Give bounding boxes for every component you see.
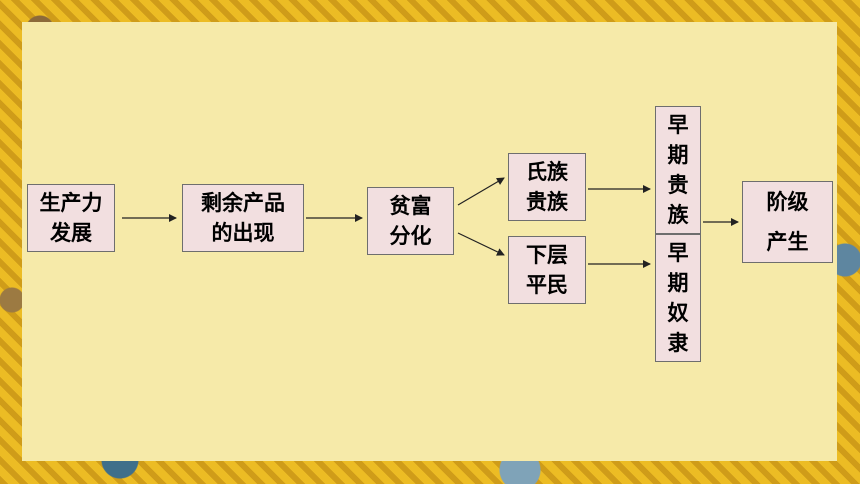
- node-commoners-line-2: 平民: [526, 273, 568, 297]
- node-productivity-line-1: 生产力: [39, 191, 103, 215]
- node-early-slaves-char-2: 期: [667, 271, 689, 295]
- node-surplus-line-1: 剩余产品: [201, 191, 285, 215]
- node-early-slaves-char-4: 隶: [667, 331, 689, 355]
- node-surplus: 剩余产品的出现: [182, 184, 304, 252]
- node-commoners: 下层平民: [508, 236, 586, 304]
- node-productivity-line-2: 发展: [50, 221, 92, 245]
- node-productivity: 生产力发展: [27, 184, 115, 252]
- node-wealth-gap-line-2: 分化: [389, 224, 432, 248]
- node-class-emergence: 阶级产生: [742, 181, 833, 263]
- node-wealth-gap-line-1: 贫富: [389, 194, 432, 218]
- node-early-nobles-char-4: 族: [667, 203, 689, 227]
- node-early-slaves: 早 期 奴 隶: [655, 234, 701, 362]
- node-surplus-line-2: 的出现: [211, 221, 275, 245]
- node-early-slaves-char-1: 早: [667, 241, 689, 265]
- node-early-nobles: 早 期 贵 族: [655, 106, 701, 234]
- node-wealth-gap: 贫富分化: [367, 187, 454, 255]
- node-early-nobles-char-1: 早: [667, 113, 689, 137]
- node-clan-nobles: 氏族贵族: [508, 153, 586, 221]
- arrow-wealth-gap-to-commoners: [457, 232, 505, 256]
- node-early-nobles-char-3: 贵: [667, 173, 689, 197]
- node-clan-nobles-line-2: 贵族: [526, 190, 568, 214]
- node-class-emergence-line-1: 阶级: [766, 190, 809, 214]
- node-clan-nobles-line-1: 氏族: [526, 160, 568, 184]
- node-commoners-line-1: 下层: [526, 243, 568, 267]
- node-class-emergence-line-2: 产生: [766, 230, 809, 254]
- node-early-nobles-char-2: 期: [667, 143, 689, 167]
- node-early-slaves-char-3: 奴: [667, 301, 689, 325]
- arrow-wealth-gap-to-clan-nobles: [457, 177, 505, 206]
